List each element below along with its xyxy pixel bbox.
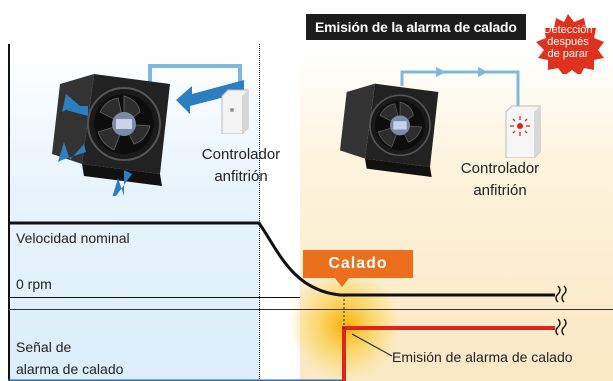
controller-box-icon <box>221 89 249 134</box>
alarm-light-icon <box>505 105 541 158</box>
stopped-fan-icon <box>340 83 439 177</box>
right-controller-label: Controlador anfitrión <box>448 158 552 202</box>
badge-line-2: después <box>547 36 589 48</box>
cooling-fan-icon <box>52 74 170 186</box>
badge-line-3: de parar <box>547 48 589 60</box>
left-controller-line-2: anfitrión <box>214 168 268 185</box>
right-controller-line-1: Controlador <box>460 160 540 177</box>
stall-callout: Calado <box>303 250 413 278</box>
squiggle-break-icon <box>555 285 567 336</box>
page-title: Emisión de la alarma de calado <box>306 14 526 40</box>
right-signal-wire <box>400 67 520 106</box>
left-controller-label: Controlador anfitrión <box>196 144 286 188</box>
alarm-signal-line-1: Señal de <box>16 339 72 355</box>
detection-badge-text: Detección después de parar <box>530 24 606 60</box>
alarm-signal-label: Señal de alarma de calado <box>16 336 123 380</box>
stall-callout-pointer <box>334 277 350 287</box>
left-signal-wire <box>148 64 242 94</box>
detection-badge-icon <box>536 14 604 74</box>
vertical-axis <box>8 44 10 381</box>
badge-line-1: Detección <box>543 24 593 36</box>
zero-rpm-label: 0 rpm <box>16 276 52 292</box>
left-controller-line-1: Controlador <box>201 146 281 163</box>
right-controller-line-2: anfitrión <box>473 182 527 199</box>
alarm-emission-label: Emisión de alarma de calado <box>392 349 573 365</box>
zero-rpm-line <box>8 297 300 298</box>
rated-speed-label: Velocidad nominal <box>16 230 130 246</box>
alarm-signal-line-2: alarma de calado <box>16 361 124 377</box>
signal-separator-line <box>8 309 613 310</box>
stall-divider-line <box>259 44 260 381</box>
airflow-arrows <box>58 80 244 196</box>
